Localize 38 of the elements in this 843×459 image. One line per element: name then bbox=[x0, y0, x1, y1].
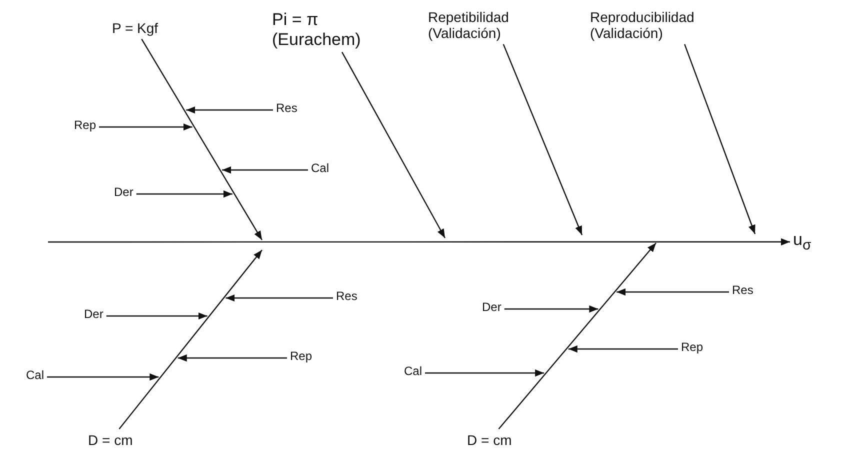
arrow bbox=[684, 44, 756, 234]
arrow bbox=[178, 354, 287, 362]
category-label: Repetibilidad (Validación) bbox=[428, 9, 563, 42]
arrow bbox=[226, 294, 333, 302]
arrow bbox=[106, 312, 208, 320]
arrow bbox=[504, 305, 598, 313]
arrow bbox=[186, 106, 273, 114]
arrow bbox=[47, 373, 159, 381]
arrow bbox=[222, 166, 308, 174]
category-label: D = cm bbox=[88, 432, 133, 448]
arrow bbox=[568, 345, 678, 353]
arrow bbox=[341, 52, 446, 238]
category-label: Pi = π (Eurachem) bbox=[272, 10, 387, 50]
cause-label: Res bbox=[276, 102, 298, 116]
cause-label: Res bbox=[336, 290, 358, 304]
cause-label: Cal bbox=[404, 365, 422, 379]
cause-label: Res bbox=[732, 284, 754, 298]
cause-label: Der bbox=[114, 186, 134, 200]
arrow bbox=[141, 38, 263, 240]
cause-label: Der bbox=[84, 308, 104, 322]
category-label: P = Kgf bbox=[112, 20, 158, 36]
arrow bbox=[498, 242, 656, 430]
cause-label: Rep bbox=[74, 119, 96, 133]
category-label: Reproducibilidad (Validación) bbox=[590, 9, 765, 42]
cause-label: Cal bbox=[26, 369, 44, 383]
arrow bbox=[616, 288, 729, 296]
category-label: D = cm bbox=[467, 432, 512, 448]
arrow bbox=[425, 369, 544, 377]
cause-label: Rep bbox=[290, 350, 312, 364]
cause-label: Der bbox=[482, 301, 502, 315]
effect-label: u$_{σ}$ bbox=[793, 230, 812, 254]
spine-arrow bbox=[48, 238, 790, 246]
arrow bbox=[502, 44, 583, 236]
arrow bbox=[136, 190, 232, 198]
arrow bbox=[99, 123, 192, 131]
cause-label: Rep bbox=[681, 341, 704, 355]
cause-label: Cal bbox=[311, 162, 330, 176]
arrow bbox=[118, 250, 262, 430]
